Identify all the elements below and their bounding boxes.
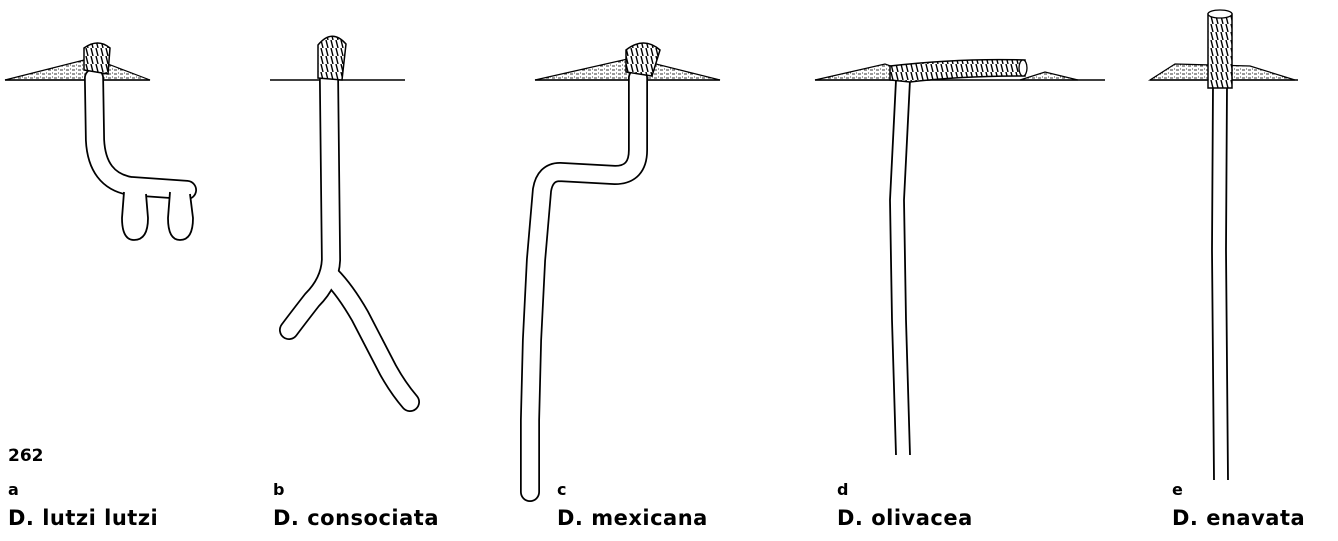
chimney-e bbox=[1208, 14, 1232, 88]
tube-c bbox=[530, 78, 638, 492]
tube-e bbox=[1212, 85, 1228, 480]
burrow-e bbox=[1150, 10, 1298, 480]
panel-letter-a: a bbox=[8, 480, 19, 499]
species-name-a: D. lutzi lutzi bbox=[8, 506, 158, 530]
chimney-d bbox=[890, 60, 1025, 82]
species-name-b: D. consociata bbox=[273, 506, 439, 530]
soil-mound-d2 bbox=[1020, 72, 1078, 80]
species-name-d: D. olivacea bbox=[837, 506, 973, 530]
tube-d bbox=[890, 80, 910, 455]
burrow-b bbox=[270, 36, 410, 402]
chamber-a1 bbox=[122, 192, 148, 240]
burrow-d bbox=[815, 60, 1105, 455]
burrow-c bbox=[530, 43, 720, 492]
species-name-e: D. enavata bbox=[1172, 506, 1305, 530]
chimney-a bbox=[84, 43, 110, 74]
figure-number: 262 bbox=[8, 446, 44, 466]
species-name-c: D. mexicana bbox=[557, 506, 708, 530]
chimney-b bbox=[318, 36, 346, 80]
soil-mound-a bbox=[5, 58, 150, 80]
burrow-a bbox=[5, 43, 193, 240]
panel-letter-d: d bbox=[837, 480, 848, 499]
panel-letter-e: e bbox=[1172, 480, 1183, 499]
panel-letter-c: c bbox=[557, 480, 566, 499]
panel-letter-b: b bbox=[273, 480, 284, 499]
chamber-a2 bbox=[168, 192, 193, 240]
